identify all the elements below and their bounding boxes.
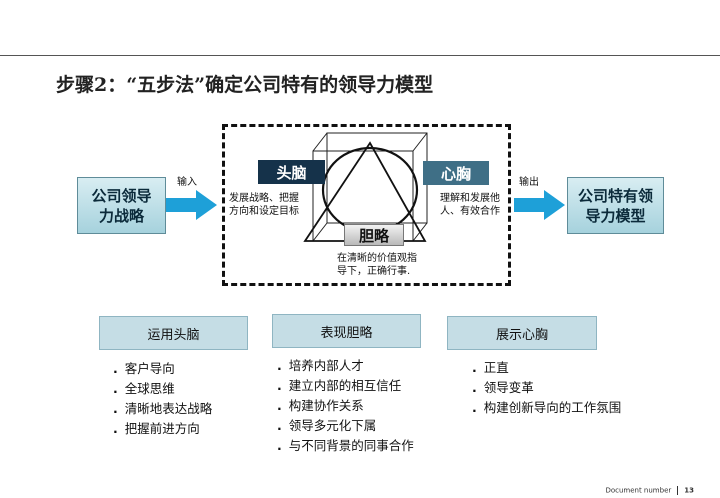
list-item: 培养内部人才 — [277, 356, 414, 376]
list-item: 构建创新导向的工作氛围 — [472, 398, 622, 418]
list-item: 清晰地表达战略 — [113, 399, 213, 419]
list-item: 领导多元化下属 — [277, 416, 414, 436]
input-arrow-icon — [166, 190, 217, 220]
input-label: 输入 — [177, 177, 197, 188]
head-desc-line-1: 发展战略、把握 — [229, 193, 299, 204]
courage-desc: 在清晰的价值观指 导下，正确行事. — [337, 252, 417, 278]
page-number: 13 — [684, 486, 694, 495]
courage-desc-line-1: 在清晰的价值观指 — [337, 253, 417, 264]
document-number-label: Document number — [605, 486, 672, 495]
input-box-label: 公司领导力战略 — [91, 186, 152, 225]
output-arrow-icon — [514, 190, 565, 220]
input-box: 公司领导力战略 — [77, 177, 166, 234]
list-item: 构建协作关系 — [277, 396, 414, 416]
category-heart-list: 正直 领导变革 构建创新导向的工作氛围 — [472, 358, 622, 418]
page-title: 步骤2：“五步法”确定公司特有的领导力模型 — [56, 74, 434, 96]
courage-tag: 胆略 — [344, 224, 404, 246]
category-head-box: 运用头脑 — [99, 316, 248, 350]
footer-divider — [677, 486, 679, 495]
output-box-label: 公司特有领导力模型 — [577, 186, 653, 225]
list-item: 与不同背景的同事合作 — [277, 436, 414, 456]
list-item: 把握前进方向 — [113, 419, 212, 439]
list-item: 领导变革 — [472, 378, 621, 398]
list-item: 客户导向 — [113, 359, 212, 379]
heart-desc-line-2: 人、有效合作 — [440, 206, 500, 217]
category-head-list: 客户导向 全球思维 清晰地表达战略 把握前进方向 — [113, 359, 213, 439]
list-item: 建立内部的相互信任 — [277, 376, 414, 396]
list-item: 正直 — [472, 358, 621, 378]
heart-tag: 心胸 — [423, 161, 489, 185]
heart-desc: 理解和发展他 人、有效合作 — [440, 192, 500, 218]
category-courage-box: 表现胆略 — [272, 314, 421, 348]
category-courage-list: 培养内部人才 建立内部的相互信任 构建协作关系 领导多元化下属 与不同背景的同事… — [277, 356, 414, 456]
top-rule — [0, 55, 720, 56]
head-desc: 发展战略、把握 方向和设定目标 — [229, 192, 299, 218]
model-frame — [222, 124, 511, 286]
head-tag: 头脑 — [258, 160, 325, 184]
list-item: 全球思维 — [113, 379, 212, 399]
output-label: 输出 — [519, 177, 539, 188]
category-heart-box: 展示心胸 — [447, 316, 597, 350]
output-box: 公司特有领导力模型 — [567, 177, 664, 234]
courage-desc-line-2: 导下，正确行事. — [337, 266, 411, 277]
footer: Document number 13 — [605, 486, 694, 495]
head-desc-line-2: 方向和设定目标 — [229, 206, 299, 217]
heart-desc-line-1: 理解和发展他 — [440, 193, 500, 204]
